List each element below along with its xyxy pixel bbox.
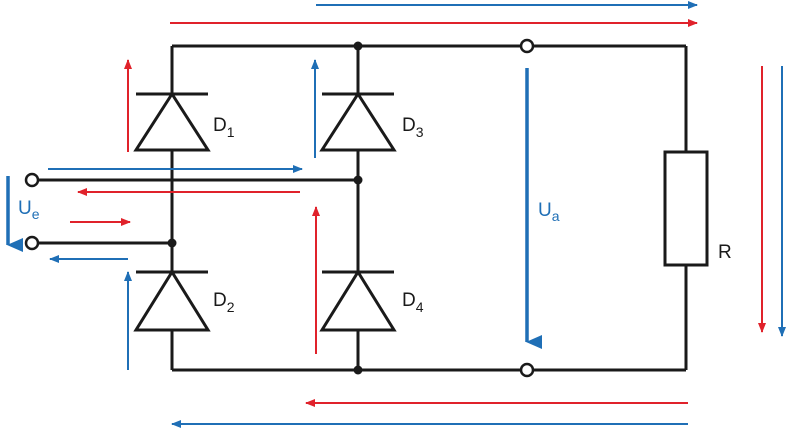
label-ua: Ua xyxy=(538,200,560,224)
output-terminal-top xyxy=(519,38,535,54)
junction-node-bottom xyxy=(353,365,363,375)
diode-d3 xyxy=(319,91,397,152)
junction-node-input-bottom xyxy=(167,238,177,248)
input-terminal-bottom xyxy=(24,235,40,251)
label-d1: D1 xyxy=(213,115,235,140)
red-current-arrows xyxy=(70,19,766,407)
voltage-arrows xyxy=(6,68,542,349)
resistor-r xyxy=(663,150,709,267)
input-terminal-top xyxy=(24,172,40,188)
label-d3: D3 xyxy=(402,115,424,140)
label-d4: D4 xyxy=(402,290,424,315)
diode-d2 xyxy=(133,269,211,332)
junction-node-top xyxy=(353,41,363,51)
label-d2: D2 xyxy=(213,290,235,315)
label-ue: Ue xyxy=(18,198,40,222)
output-terminal-bottom xyxy=(519,362,535,378)
junction-node-input-top xyxy=(353,175,363,185)
label-resistor: R xyxy=(718,242,732,263)
diode-d4 xyxy=(319,269,397,332)
diode-d1 xyxy=(133,91,211,152)
blue-current-arrows xyxy=(48,1,786,428)
